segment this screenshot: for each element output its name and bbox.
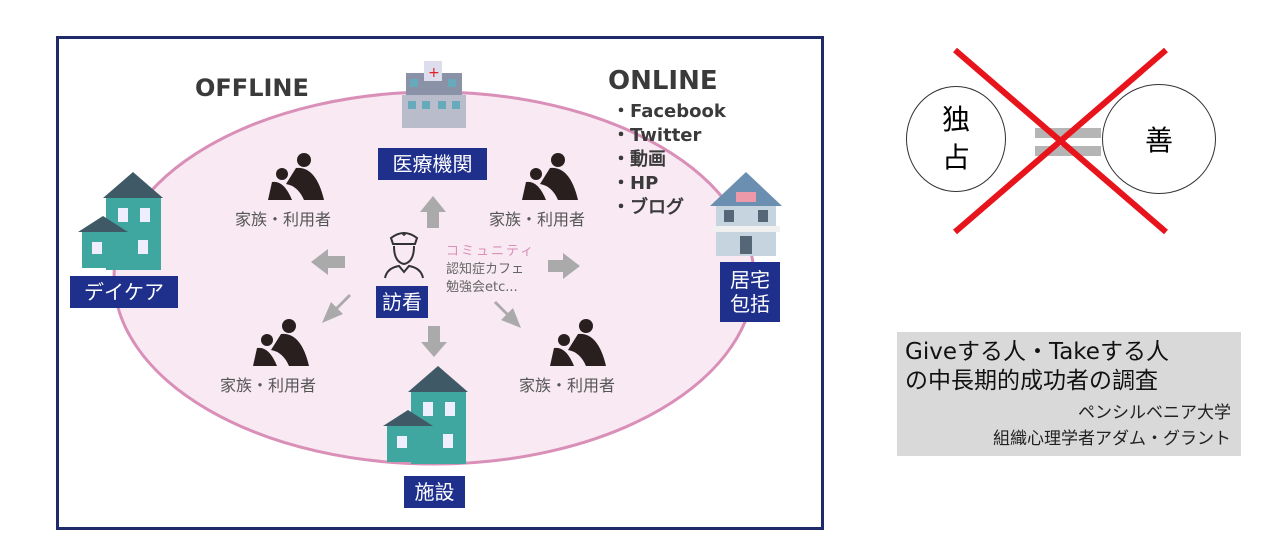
research-source: ペンシルベニア大学: [1078, 403, 1231, 423]
caregiver-silhouette-icon: [268, 153, 324, 200]
facility-house-icon: [383, 366, 468, 464]
online-list: ・Facebook ・Twitter ・動画 ・HP ・ブログ: [612, 100, 726, 220]
caregiver-silhouette-icon: [550, 319, 606, 366]
kyotaku-label: 居宅 包括: [720, 262, 780, 322]
kyotaku-line: 包括: [730, 292, 770, 316]
caregiver-silhouette-icon: [253, 319, 309, 366]
offline-heading: OFFLINE: [195, 74, 309, 102]
caregiver-silhouette-icon: [522, 153, 578, 200]
family-label: 家族・利用者: [519, 376, 616, 395]
family-label: 家族・利用者: [489, 210, 586, 229]
monopoly-char: 独: [941, 103, 970, 136]
arrow-right: [548, 253, 580, 279]
community-block: コミュニティ 認知症カフェ 勉強会etc...: [446, 243, 535, 297]
monopoly-char: 占: [941, 141, 970, 174]
monopoly-circle: 独 占: [906, 86, 1006, 192]
research-source: 組織心理学者アダム・グラント: [993, 429, 1231, 449]
online-item: ・HP: [612, 173, 659, 194]
online-item: ・動画: [612, 149, 666, 170]
arrow-down-left: [322, 294, 351, 323]
arrows: [311, 196, 580, 357]
family-label: 家族・利用者: [220, 376, 317, 395]
good-circle: 善: [1102, 84, 1216, 194]
research-box: Giveする人・Takeする人 の中長期的成功者の調査 ペンシルベニア大学 組織…: [897, 332, 1241, 456]
daycare-house-icon: [78, 172, 163, 270]
nurse-icon: [384, 232, 424, 279]
online-item: ・Facebook: [612, 101, 726, 122]
online-heading: ONLINE: [608, 66, 718, 96]
svg-text:+: +: [428, 65, 440, 81]
research-title: の中長期的成功者の調査: [905, 368, 1158, 394]
houkan-label: 訪看: [376, 286, 428, 318]
kyotaku-line: 居宅: [730, 268, 770, 292]
community-item: 認知症カフェ: [446, 262, 525, 277]
community-title: コミュニティ: [446, 244, 536, 259]
online-item: ・Twitter: [612, 125, 702, 146]
kyotaku-house-icon: [710, 172, 782, 256]
community-item: 勉強会etc...: [446, 280, 518, 295]
arrow-down: [421, 326, 447, 357]
daycare-label: デイケア: [70, 276, 178, 308]
research-title: Giveする人・Takeする人: [905, 339, 1169, 365]
hospital-building-icon: +: [402, 61, 466, 128]
arrow-left: [311, 249, 345, 275]
online-item: ・ブログ: [612, 197, 684, 218]
facility-label: 施設: [404, 476, 465, 508]
arrow-down-right: [494, 301, 521, 328]
family-label: 家族・利用者: [235, 210, 332, 229]
arrow-up: [420, 196, 446, 228]
hospital-label: 医療機関: [378, 148, 487, 180]
